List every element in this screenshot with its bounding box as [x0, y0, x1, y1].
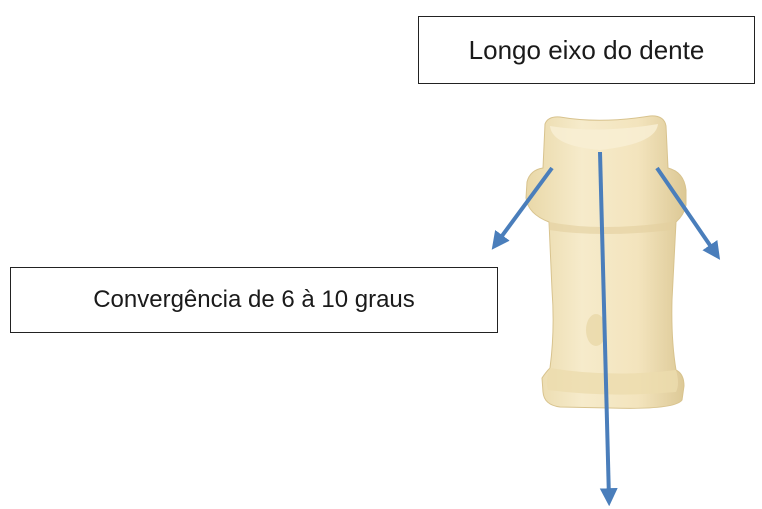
- long-axis-label-box: Longo eixo do dente: [418, 16, 755, 84]
- convergence-label: Convergência de 6 à 10 graus: [93, 286, 415, 314]
- long-axis-label: Longo eixo do dente: [469, 35, 705, 66]
- convergence-label-box: Convergência de 6 à 10 graus: [10, 267, 498, 333]
